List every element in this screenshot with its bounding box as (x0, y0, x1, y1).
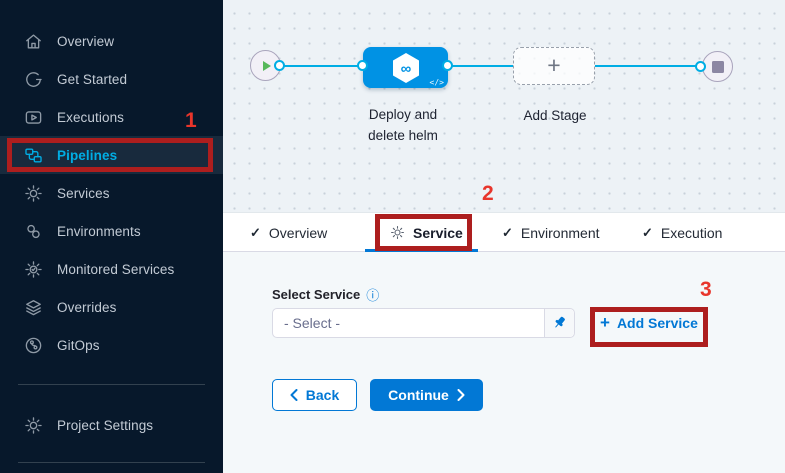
tab-execution[interactable]: ✓ Execution (642, 213, 722, 252)
connector-line (448, 65, 513, 67)
sidebar-divider (18, 462, 205, 463)
sidebar-item-label: GitOps (57, 337, 100, 353)
connector-line (280, 65, 363, 67)
overrides-layers-icon (24, 298, 43, 317)
connector-point (357, 60, 368, 71)
gitops-icon (24, 336, 43, 355)
services-gear-icon (24, 184, 43, 203)
pipeline-end-node (702, 51, 733, 82)
tab-service[interactable]: Service (390, 213, 463, 252)
sidebar-item-project-settings[interactable]: Project Settings (0, 406, 223, 444)
cd-hexagon-icon: ∞ (392, 52, 419, 83)
plus-icon: + (547, 51, 561, 78)
continue-button-label: Continue (388, 387, 449, 403)
settings-gear-icon (24, 416, 43, 435)
tab-environment[interactable]: ✓ Environment (502, 213, 600, 252)
sidebar-item-label: Services (57, 185, 110, 201)
play-icon (262, 60, 271, 71)
monitored-services-icon (24, 260, 43, 279)
add-stage-label: Add Stage (523, 108, 587, 123)
continue-button[interactable]: Continue (370, 379, 483, 411)
sidebar-item-label: Project Settings (57, 417, 154, 433)
pin-toggle-button[interactable] (544, 309, 574, 337)
service-select-value[interactable]: - Select - (284, 315, 341, 331)
chevron-right-icon (457, 389, 465, 401)
sidebar-item-gitops[interactable]: GitOps (0, 326, 223, 364)
thumbtack-icon (554, 316, 565, 328)
select-service-label: Select Service ⓘ (272, 287, 380, 303)
sidebar-item-monitored-services[interactable]: Monitored Services (0, 250, 223, 288)
tab-label: Overview (268, 224, 328, 241)
sidebar-item-label: Get Started (57, 71, 128, 87)
check-icon: ✓ (250, 224, 261, 240)
tab-label: Environment (520, 224, 600, 241)
sidebar-item-label: Overview (57, 33, 115, 49)
stage-name-label: Deploy and delete helm (368, 107, 438, 143)
stop-icon (711, 60, 724, 73)
sidebar-item-get-started[interactable]: Get Started (0, 60, 223, 98)
environments-icon (24, 222, 43, 241)
sidebar-item-services[interactable]: Services (0, 174, 223, 212)
pipelines-icon (24, 146, 43, 165)
stage-node-deploy-and-delete-helm[interactable]: ∞ </> (363, 47, 448, 88)
get-started-icon (24, 70, 43, 89)
tab-overview[interactable]: ✓ Overview (250, 213, 327, 252)
sidebar-item-overrides[interactable]: Overrides (0, 288, 223, 326)
sidebar-item-label: Executions (57, 109, 125, 125)
tab-label: Execution (660, 224, 723, 241)
service-form: Select Service ⓘ - Select - + (223, 252, 785, 473)
add-service-label: Add Service (616, 314, 698, 331)
annotation-number-3: 3 (700, 278, 712, 301)
service-select[interactable]: - Select - (272, 308, 575, 338)
sidebar-item-pipelines[interactable]: Pipelines (0, 136, 223, 174)
sidebar: Overview Get Started Executions Pipeline… (0, 0, 223, 473)
gear-icon (391, 226, 404, 239)
executions-icon (24, 108, 43, 127)
main-panel: ∞ </> + Deploy and delete helm Add Stage… (223, 0, 785, 473)
connector-line (595, 65, 702, 67)
back-button[interactable]: Back (272, 379, 357, 411)
sidebar-item-overview[interactable]: Overview (0, 22, 223, 60)
connector-point (274, 60, 285, 71)
chevron-left-icon (290, 389, 298, 401)
back-button-label: Back (305, 387, 340, 403)
sidebar-item-label: Monitored Services (57, 261, 175, 277)
check-icon: ✓ (502, 224, 513, 240)
sidebar-item-label: Overrides (57, 299, 117, 315)
form-button-row: Back Continue (272, 379, 483, 411)
connector-point (695, 61, 706, 72)
sidebar-divider (18, 384, 205, 385)
add-stage-button[interactable]: + (513, 47, 595, 85)
sidebar-item-executions[interactable]: Executions (0, 98, 223, 136)
add-service-button[interactable]: + Add Service (600, 314, 698, 331)
stage-code-icon: </> (429, 78, 444, 87)
pipeline-canvas[interactable]: ∞ </> + Deploy and delete helm Add Stage… (223, 0, 785, 212)
stage-config-tabbar: ✓ Overview Service ✓ Environment ✓ Execu… (223, 212, 785, 252)
info-icon[interactable]: ⓘ (366, 288, 380, 303)
sidebar-item-environments[interactable]: Environments (0, 212, 223, 250)
svg-text:∞: ∞ (400, 60, 411, 77)
home-icon (24, 32, 43, 51)
plus-icon: + (600, 313, 610, 332)
tab-label: Service (413, 224, 463, 241)
connector-point (442, 60, 453, 71)
check-icon: ✓ (642, 224, 653, 240)
sidebar-item-label: Pipelines (57, 147, 118, 163)
annotation-number-2: 2 (482, 182, 494, 205)
sidebar-item-label: Environments (57, 223, 141, 239)
